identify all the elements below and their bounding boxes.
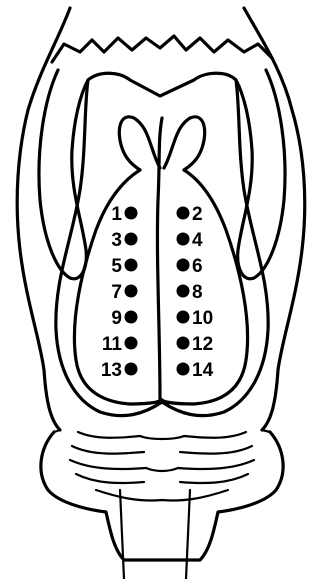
right-arytenoid bbox=[164, 117, 205, 170]
point-11-dot bbox=[125, 337, 138, 350]
ring-left-4 bbox=[76, 474, 144, 483]
point-13: 13 bbox=[101, 360, 138, 381]
point-6-dot bbox=[177, 259, 190, 272]
point-12: 12 bbox=[177, 334, 214, 355]
point-14: 14 bbox=[177, 360, 214, 381]
point-2-label: 2 bbox=[192, 204, 203, 225]
point-11: 11 bbox=[102, 334, 138, 355]
point-3-label: 3 bbox=[111, 230, 122, 251]
point-8-dot bbox=[177, 285, 190, 298]
trachea-left bbox=[120, 490, 124, 579]
point-10: 10 bbox=[177, 308, 214, 329]
ring-right-2 bbox=[180, 446, 252, 454]
lower-edge bbox=[96, 490, 228, 501]
ring-right-4 bbox=[180, 474, 248, 483]
point-14-dot bbox=[177, 363, 190, 376]
point-7-label: 7 bbox=[111, 282, 122, 303]
point-1-label: 1 bbox=[111, 204, 122, 225]
upper-jagged-edge bbox=[52, 36, 272, 62]
point-9-dot bbox=[125, 311, 138, 324]
point-5: 5 bbox=[111, 256, 137, 277]
point-5-label: 5 bbox=[111, 256, 122, 277]
point-5-dot bbox=[125, 259, 138, 272]
point-4-dot bbox=[177, 233, 190, 246]
ring-left-3 bbox=[70, 460, 146, 469]
ring-center bbox=[140, 436, 184, 471]
point-3: 3 bbox=[111, 230, 137, 251]
point-2-dot bbox=[177, 207, 190, 220]
point-9-label: 9 bbox=[111, 308, 122, 329]
point-13-dot bbox=[125, 363, 138, 376]
point-8: 8 bbox=[177, 282, 203, 303]
ring-left-1 bbox=[78, 432, 140, 438]
point-10-dot bbox=[177, 311, 190, 324]
point-2: 2 bbox=[177, 204, 203, 225]
point-4: 4 bbox=[177, 230, 204, 251]
point-8-label: 8 bbox=[192, 282, 203, 303]
point-12-label: 12 bbox=[192, 334, 213, 355]
cricoid-base bbox=[41, 432, 283, 560]
point-4-label: 4 bbox=[192, 230, 203, 251]
ring-right-3 bbox=[178, 460, 254, 469]
point-6-label: 6 bbox=[192, 256, 203, 277]
point-11-label: 11 bbox=[102, 334, 123, 355]
point-6: 6 bbox=[177, 256, 203, 277]
point-13-label: 13 bbox=[101, 360, 122, 381]
point-7-dot bbox=[125, 285, 138, 298]
point-12-dot bbox=[177, 337, 190, 350]
midline bbox=[157, 118, 162, 400]
ring-right-1 bbox=[184, 432, 246, 438]
point-10-label: 10 bbox=[192, 308, 213, 329]
point-9: 9 bbox=[111, 308, 137, 329]
trachea-right bbox=[186, 490, 190, 579]
left-arytenoid bbox=[119, 117, 160, 170]
point-1-dot bbox=[125, 207, 138, 220]
left-edge-detail bbox=[54, 430, 270, 432]
ring-left-2 bbox=[72, 446, 144, 454]
point-7: 7 bbox=[111, 282, 137, 303]
point-3-dot bbox=[125, 233, 138, 246]
right-outer-arm bbox=[244, 8, 305, 430]
point-1: 1 bbox=[111, 204, 137, 225]
point-14-label: 14 bbox=[192, 360, 214, 381]
